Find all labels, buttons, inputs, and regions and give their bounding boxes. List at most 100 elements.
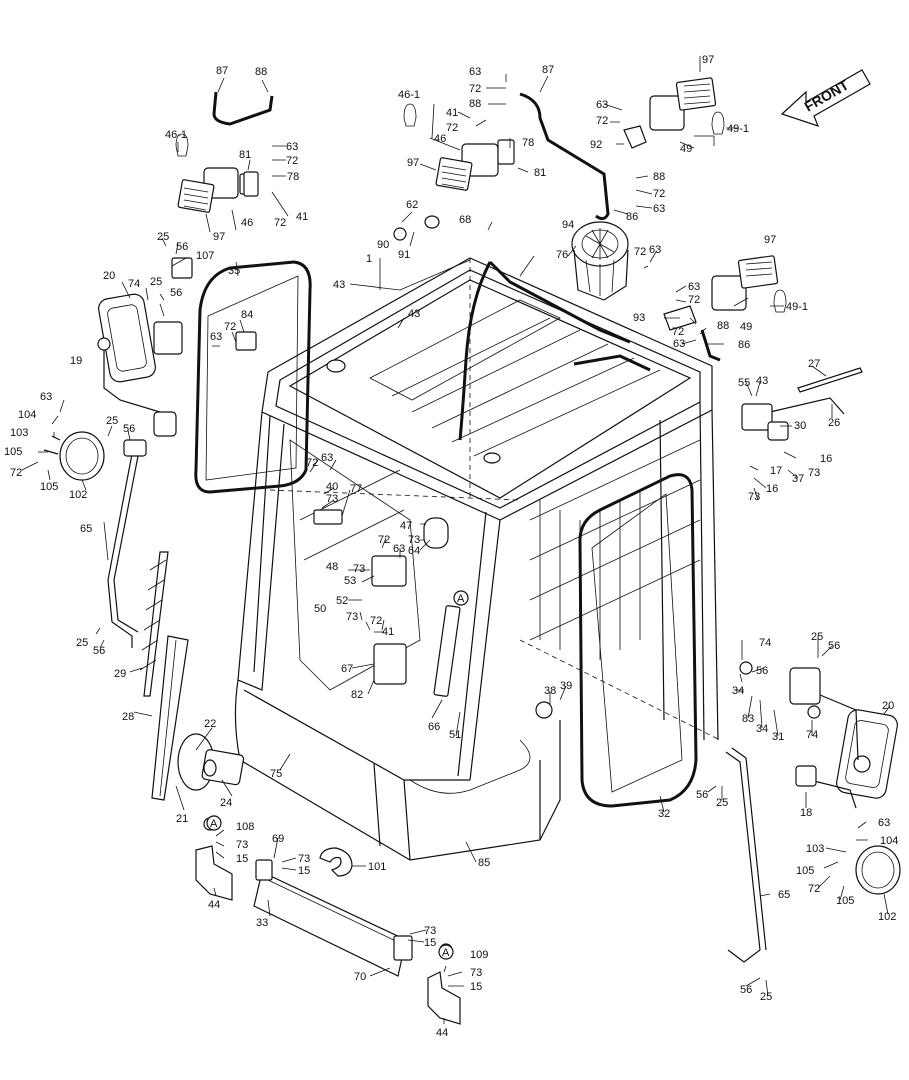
right-round-mirror — [855, 845, 901, 895]
part-label: 84 — [241, 309, 253, 321]
part-label: 19 — [70, 355, 82, 367]
part-label: 43 — [408, 308, 420, 320]
right-work-light-upper — [623, 77, 725, 149]
part-label: 74 — [806, 729, 818, 741]
part-label: 102 — [878, 911, 896, 923]
part-label: 73 — [236, 839, 248, 851]
part-label: 56 — [93, 645, 105, 657]
part-label: 16 — [820, 453, 832, 465]
part-label: 93 — [633, 312, 645, 324]
part-label: 46 — [434, 133, 446, 145]
part-label: 73 — [326, 493, 338, 505]
leader-lines — [21, 56, 891, 1024]
part-label: 105 — [4, 446, 22, 458]
part-label: 103 — [806, 843, 824, 855]
part-label: 39 — [560, 680, 572, 692]
part-label: 25 — [150, 276, 162, 288]
part-label: 70 — [354, 971, 366, 983]
part-label: 63 — [40, 391, 52, 403]
part-label: 76 — [556, 249, 568, 261]
part-label: 50 — [314, 603, 326, 615]
part-label: 81 — [534, 167, 546, 179]
part-label: 15 — [424, 937, 436, 949]
part-label: 30 — [794, 420, 806, 432]
part-label: 105 — [40, 481, 58, 493]
part-label: 29 — [114, 668, 126, 680]
part-label: 86 — [626, 211, 638, 223]
left-side-mirror — [97, 293, 183, 437]
part-label: 73 — [808, 467, 820, 479]
part-label: 56 — [176, 241, 188, 253]
part-label: 35 — [228, 265, 240, 277]
part-label: 47 — [400, 520, 412, 532]
part-label: 49 — [680, 143, 692, 155]
left-round-mirror — [43, 431, 105, 481]
part-label: 62 — [406, 199, 418, 211]
part-label: 49 — [740, 321, 752, 333]
part-label: 49-1 — [786, 301, 808, 313]
part-label: 49-1 — [727, 123, 749, 135]
part-label: 63 — [393, 543, 405, 555]
part-label: 65 — [778, 889, 790, 901]
part-label: 43 — [756, 375, 768, 387]
part-label: 53 — [344, 575, 356, 587]
part-label: 69 — [272, 833, 284, 845]
part-label: 51 — [449, 729, 461, 741]
part-label: 37 — [792, 473, 804, 485]
part-label: 78 — [522, 137, 534, 149]
part-label: 88 — [653, 171, 665, 183]
part-label: 87 — [542, 64, 554, 76]
front-wiper — [139, 551, 189, 801]
part-label: 20 — [882, 700, 894, 712]
part-label: 46 — [241, 217, 253, 229]
part-label: 97 — [764, 234, 776, 246]
part-label: 105 — [836, 895, 854, 907]
part-label: 72 — [10, 467, 22, 479]
part-label: 72 — [274, 217, 286, 229]
part-label: 25 — [106, 415, 118, 427]
part-label: 27 — [808, 358, 820, 370]
part-label: 94 — [562, 219, 574, 231]
part-label: 31 — [772, 731, 784, 743]
part-label: 28 — [122, 711, 134, 723]
part-label: 97 — [702, 54, 714, 66]
part-label: 34 — [732, 685, 744, 697]
part-label: 46-1 — [398, 89, 420, 101]
part-label: 90 — [377, 239, 389, 251]
part-label: 24 — [220, 797, 232, 809]
part-label: 109 — [470, 949, 488, 961]
part-label: 55 — [738, 377, 750, 389]
part-label: 56 — [740, 984, 752, 996]
part-label: 108 — [236, 821, 254, 833]
part-label: 86 — [738, 339, 750, 351]
coat-hook — [319, 847, 353, 877]
part-label: 56 — [123, 423, 135, 435]
part-label: 72 — [634, 246, 646, 258]
part-label: 72 — [286, 155, 298, 167]
part-label: 63 — [210, 331, 222, 343]
callout-markers: A A A — [206, 590, 469, 960]
part-label: 73 — [408, 534, 420, 546]
part-label: 56 — [696, 789, 708, 801]
part-label: 83 — [742, 713, 754, 725]
part-label: 18 — [800, 807, 812, 819]
part-label: 104 — [880, 835, 898, 847]
part-label: 63 — [653, 203, 665, 215]
small-parts — [171, 171, 553, 831]
part-label: 66 — [428, 721, 440, 733]
part-label: 44 — [208, 899, 220, 911]
left-mirror-stay — [107, 439, 147, 648]
part-label: 88 — [469, 98, 481, 110]
part-label: 91 — [398, 249, 410, 261]
part-label: 72 — [672, 326, 684, 338]
part-label: 25 — [716, 797, 728, 809]
part-label: 72 — [808, 883, 820, 895]
part-label: 65 — [80, 523, 92, 535]
part-label: 81 — [239, 149, 251, 161]
part-label: 72 — [446, 122, 458, 134]
part-label: 25 — [760, 991, 772, 1003]
part-label: 74 — [759, 637, 771, 649]
part-label: 73 — [346, 611, 358, 623]
part-label: 56 — [756, 665, 768, 677]
part-label: 64 — [408, 545, 420, 557]
